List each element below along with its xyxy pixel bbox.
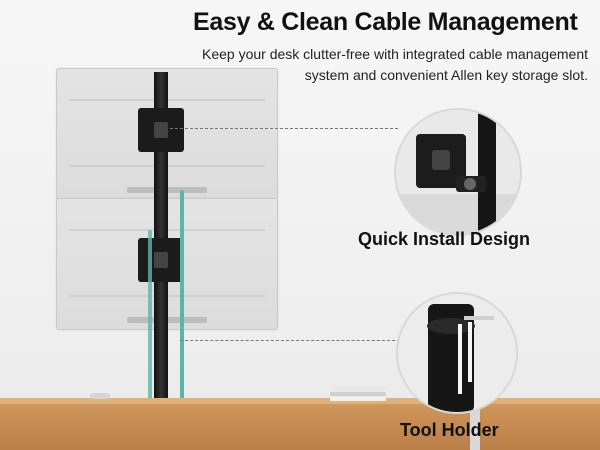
desk-edge (0, 398, 600, 404)
callout-label-tool-holder: Tool Holder (400, 420, 499, 440)
book-stack (330, 386, 386, 401)
callout-label-quick-install: Quick Install Design (358, 229, 531, 249)
desk-item (90, 393, 110, 399)
cable (180, 190, 184, 410)
quick-install-zoom (394, 108, 522, 236)
banner-title: Easy & Clean Cable Management (193, 8, 578, 36)
lower-vesa-plate (138, 238, 184, 282)
desk-leg (470, 404, 480, 450)
upper-vesa-plate (138, 108, 184, 152)
callout-connector (180, 340, 400, 341)
tool-holder-zoom (396, 292, 518, 414)
banner-subtitle: Keep your desk clutter-free with integra… (148, 44, 588, 86)
callout-connector (170, 128, 398, 129)
subtitle-line-1: Keep your desk clutter-free with integra… (202, 46, 588, 62)
subtitle-line-2: system and convenient Allen key storage … (304, 67, 588, 83)
cable (148, 230, 152, 410)
desk (0, 398, 600, 450)
